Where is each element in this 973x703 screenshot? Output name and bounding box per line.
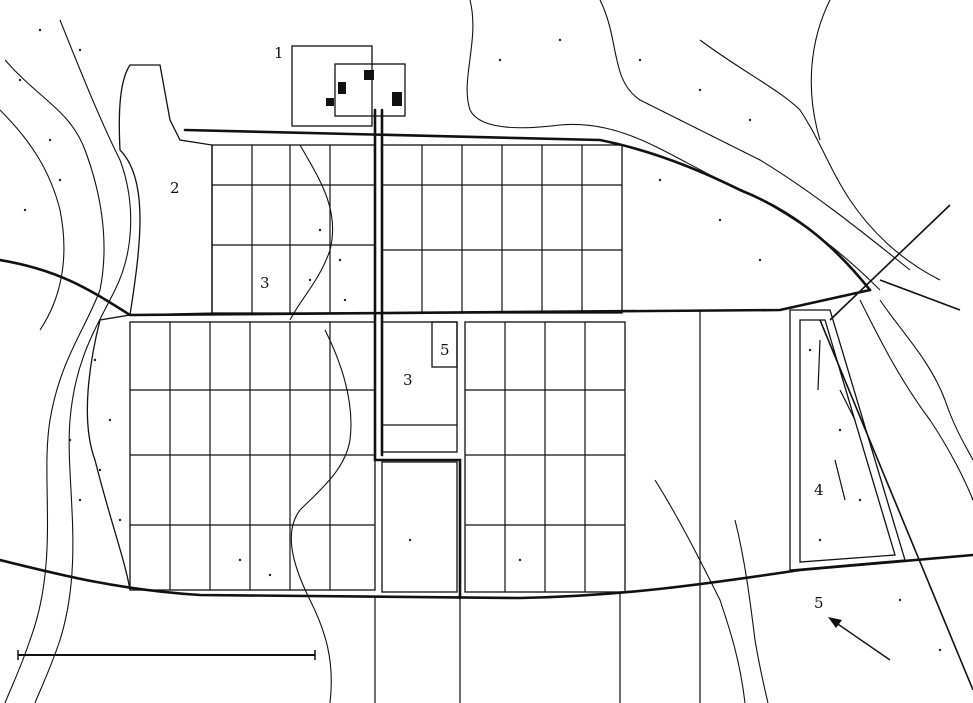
river-north-3 bbox=[699, 39, 941, 281]
block-south-mid bbox=[381, 461, 458, 593]
road-northeast bbox=[829, 204, 951, 321]
road-north-ring bbox=[183, 128, 872, 292]
river-west-2 bbox=[34, 19, 132, 703]
label-5: 5 bbox=[440, 341, 450, 359]
river-south-2 bbox=[734, 519, 769, 703]
label-1: 1 bbox=[274, 44, 284, 62]
label-3a: 3 bbox=[260, 274, 270, 292]
roads bbox=[0, 108, 973, 691]
river-south-1 bbox=[654, 479, 746, 703]
south-blocks bbox=[86, 310, 701, 703]
label-2: 2 bbox=[170, 179, 180, 197]
label-5b: 5 bbox=[814, 594, 824, 612]
river-north-2 bbox=[599, 0, 911, 271]
river-east-1 bbox=[859, 299, 973, 501]
district-1-west bbox=[86, 314, 131, 591]
palace-building-3 bbox=[364, 70, 374, 80]
river-inner-1 bbox=[290, 329, 352, 703]
palace-complex bbox=[291, 45, 406, 127]
district-4-outer bbox=[789, 309, 906, 571]
river-inner-2 bbox=[289, 144, 334, 321]
stipple-dots bbox=[18, 28, 942, 652]
label-4: 4 bbox=[814, 481, 824, 499]
palace-building-2 bbox=[392, 92, 402, 106]
road-east-diag bbox=[819, 319, 973, 691]
north-arrow-icon bbox=[828, 617, 891, 661]
district-4 bbox=[789, 309, 906, 571]
road-middle bbox=[0, 258, 872, 317]
palace-inner bbox=[334, 63, 406, 117]
river-west-3 bbox=[0, 109, 65, 331]
palace-building-1 bbox=[338, 82, 346, 94]
label-3b: 3 bbox=[403, 371, 413, 389]
palace-building-4 bbox=[326, 98, 334, 106]
river-east-2 bbox=[879, 299, 973, 461]
road-ne-2 bbox=[879, 279, 961, 311]
block-sw bbox=[129, 321, 376, 591]
river-west-1 bbox=[4, 59, 105, 703]
district-3-south bbox=[381, 321, 458, 453]
circle-arc bbox=[810, 0, 831, 141]
scale-bar bbox=[17, 650, 316, 660]
palace-enclosure bbox=[291, 45, 373, 127]
district-4-inner bbox=[799, 319, 896, 563]
block-nw bbox=[211, 144, 376, 314]
district-2 bbox=[118, 64, 213, 316]
road-south bbox=[0, 553, 973, 600]
district-5-box bbox=[431, 321, 458, 368]
north-blocks bbox=[118, 64, 623, 316]
